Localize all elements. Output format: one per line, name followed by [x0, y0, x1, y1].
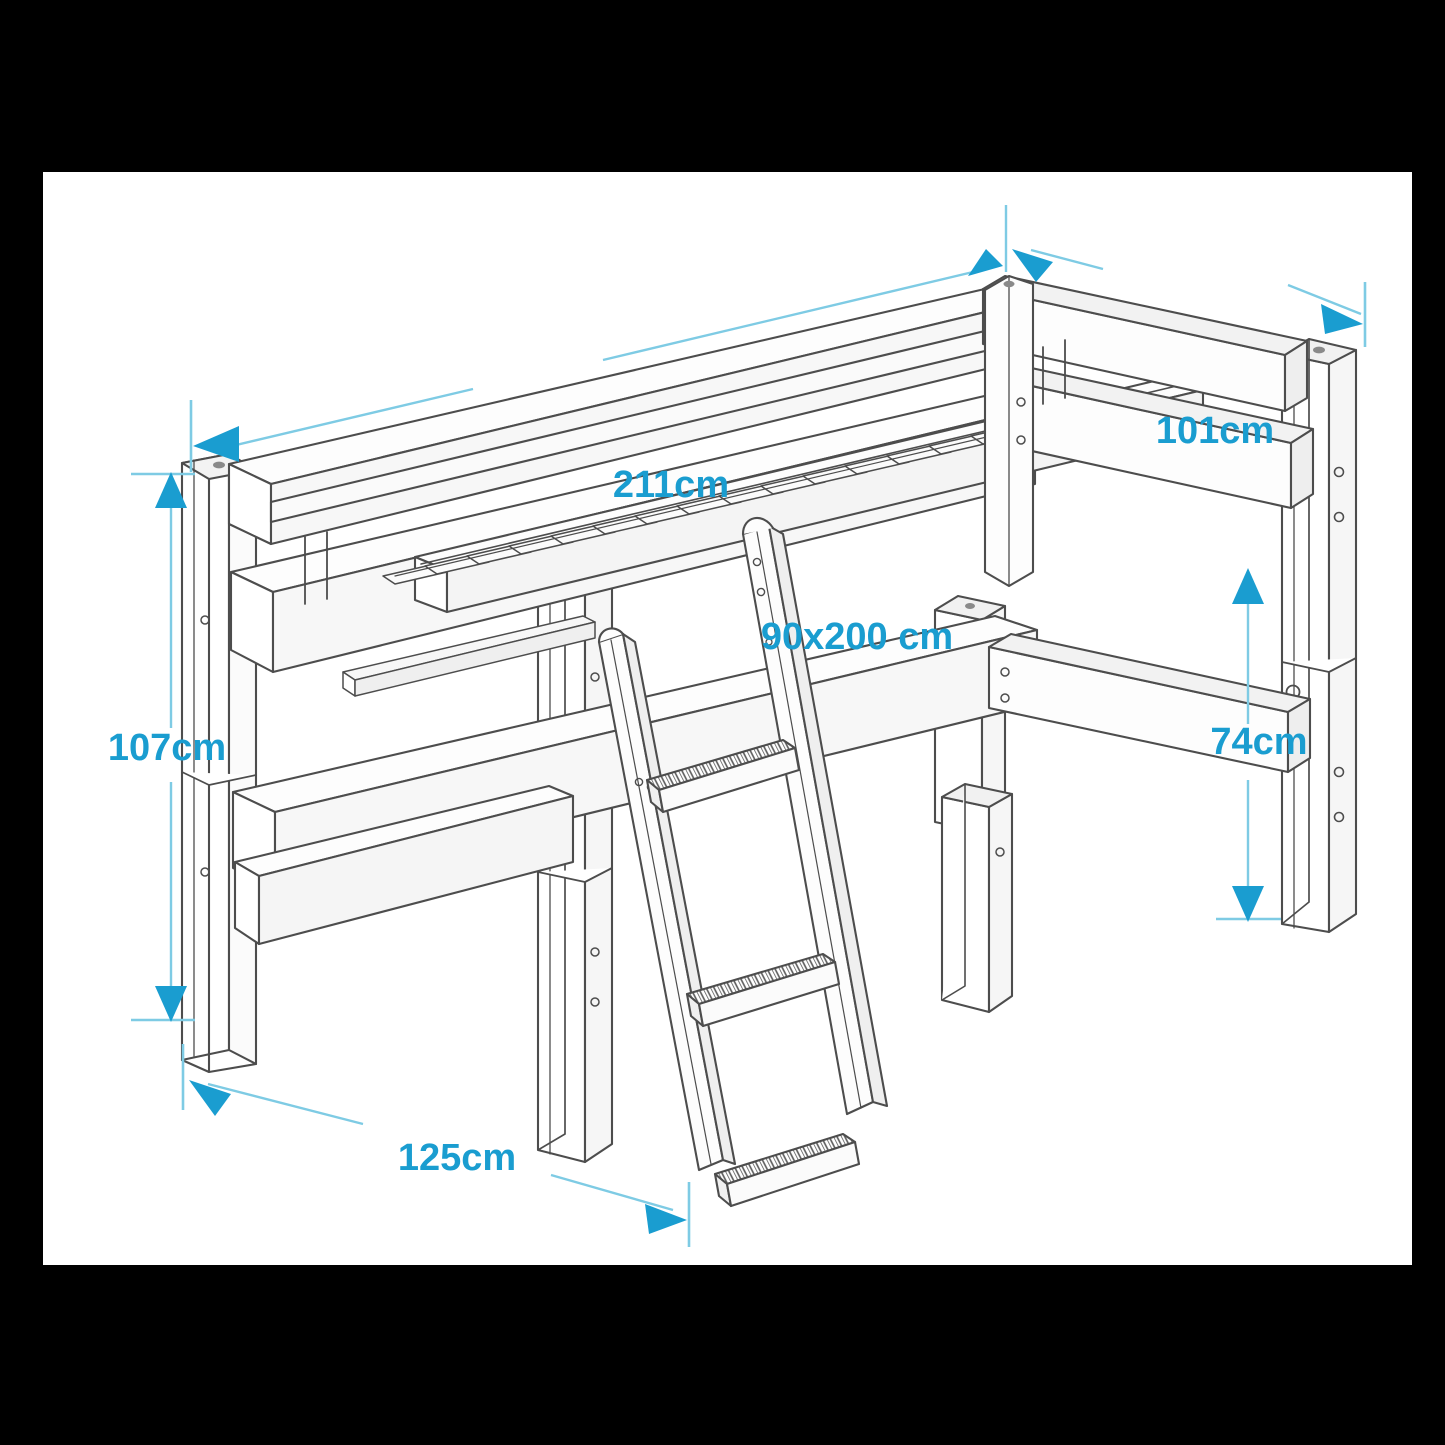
ladder-step-1	[645, 738, 801, 814]
ladder-step-3	[713, 1132, 861, 1208]
rail-left-bottom	[233, 784, 575, 946]
post-top-centre	[983, 274, 1035, 588]
ladder-step-2	[685, 952, 841, 1028]
dimension-label-211cm: 211cm	[613, 464, 729, 506]
ladder	[597, 517, 889, 1208]
slat-fragment-left	[342, 615, 596, 697]
bed-technical-drawing: 211cm 101cm 90x200 cm 107c	[108, 205, 1367, 1247]
dimension-label-mattress: 90x200 cm	[761, 616, 953, 658]
leg-front-right-lower	[940, 782, 1014, 1014]
slat-deck	[269, 318, 1205, 614]
guardrail-back-upper	[981, 274, 1309, 413]
drawing-canvas: 211cm 101cm 90x200 cm 107c	[43, 172, 1412, 1265]
dimension-annotations: 211cm 101cm 90x200 cm 107c	[108, 205, 1367, 1247]
dimension-107cm: 107cm	[108, 472, 226, 1022]
dimension-label-101cm: 101cm	[1156, 410, 1274, 452]
guardrail-connector	[1042, 339, 1066, 405]
dimension-label-107cm: 107cm	[108, 727, 226, 769]
dimension-mattress: 90x200 cm	[761, 616, 953, 658]
dimension-211cm: 211cm	[189, 249, 1003, 506]
dimension-label-74cm: 74cm	[1210, 721, 1307, 763]
dimension-74cm: 74cm	[1210, 568, 1308, 922]
bed-structure	[180, 274, 1358, 1208]
dimension-101cm: 101cm	[1004, 205, 1367, 452]
dimension-label-125cm: 125cm	[398, 1137, 516, 1179]
rail-connector-left	[304, 531, 328, 605]
rail-right-lower	[987, 632, 1312, 774]
dimension-125cm: 125cm	[181, 1044, 691, 1247]
